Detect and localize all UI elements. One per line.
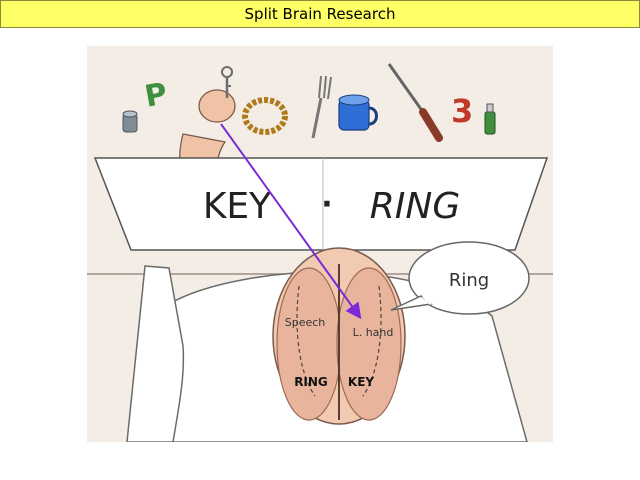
brain-label-left-hand: L. hand [353,326,394,339]
small-cup-icon [122,110,138,133]
person-left-arm [126,265,185,442]
left-hemisphere [276,267,342,421]
screen-separator: · [321,187,332,222]
key-icon [221,66,233,98]
number-3-icon: 3 [451,92,473,130]
split-brain-illustration: P 3 KEY · RING Speech L. ha [87,46,553,442]
screen-right-word: RING [370,186,460,227]
slide-title-bar: Split Brain Research [0,0,640,28]
right-visual-path [362,285,382,397]
screwdriver-icon [387,63,443,142]
left-visual-path [296,285,316,397]
slide-title: Split Brain Research [244,5,396,23]
hand-to-brain-arrow [220,123,362,320]
hand [198,89,236,123]
right-hemisphere [336,267,402,421]
fork-icon [311,75,332,139]
speech-bubble-text: Ring [449,270,489,291]
blue-mug-icon [338,94,378,131]
svg-text:3: 3 [451,92,473,130]
screen-left-word: KEY [203,186,272,227]
speech-bubble [390,241,530,315]
small-bottle-icon [484,103,496,135]
brain-word-key: KEY [348,375,374,389]
key-ring-icon [242,97,288,135]
brain-label-speech: Speech [285,316,326,329]
brain-word-ring: RING [294,375,328,389]
viewing-screen [93,157,549,251]
